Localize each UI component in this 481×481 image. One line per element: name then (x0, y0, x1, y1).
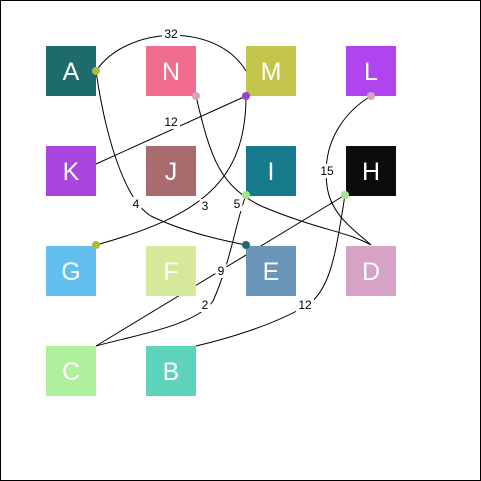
edges-layer (95, 34, 372, 347)
edge-label-background (130, 197, 142, 211)
node-i: I (246, 146, 296, 196)
edge-weight-label: 9 (218, 264, 225, 278)
node-box (246, 146, 296, 196)
node-label: F (163, 258, 178, 286)
node-box (146, 146, 196, 196)
node-a: A (46, 46, 96, 96)
edge-n-d (195, 95, 372, 246)
edge-label-background (215, 264, 227, 278)
nodes-layer: A N M L K J I H G F E D C B (46, 46, 396, 396)
edge-l-d (325, 95, 372, 246)
node-m: M (246, 46, 296, 96)
edge-endpoint-dot (92, 241, 100, 249)
node-c: C (46, 346, 96, 396)
edge-labels-layer: 32 12 3 4 5 15 9 2 12 (130, 27, 336, 312)
edge-m-g (95, 95, 247, 246)
edge-weight-label: 15 (320, 164, 334, 178)
edge-endpoint-dot (242, 241, 250, 249)
node-box (246, 246, 296, 296)
node-label: B (163, 358, 180, 386)
node-b: B (146, 346, 196, 396)
edge-weight-label: 32 (164, 27, 178, 41)
node-box (46, 246, 96, 296)
node-label: H (362, 158, 380, 186)
edge-endpoint-dot (242, 92, 250, 100)
node-label: E (263, 258, 280, 286)
node-box (346, 146, 396, 196)
edge-endpoint-dot (192, 92, 200, 100)
node-h: H (346, 146, 396, 196)
edge-label-background (199, 298, 211, 312)
edge-label-background (231, 197, 243, 211)
edge-endpoints-layer (92, 67, 375, 249)
node-label: A (63, 58, 80, 86)
edge-m-k (95, 95, 247, 165)
node-box (146, 346, 196, 396)
node-f: F (146, 246, 196, 296)
node-label: K (63, 158, 80, 186)
node-e: E (246, 246, 296, 296)
edge-label-background (162, 27, 180, 41)
node-box (246, 46, 296, 96)
node-n: N (146, 46, 196, 96)
edge-endpoint-dot (367, 92, 375, 100)
edge-label-background (162, 115, 180, 129)
edge-weight-label: 2 (202, 298, 209, 312)
node-box (146, 46, 196, 96)
node-box (46, 46, 96, 96)
node-label: D (362, 258, 380, 286)
edge-i-c (95, 194, 247, 347)
node-k: K (46, 146, 96, 196)
edge-weight-label: 12 (164, 115, 178, 129)
edge-label-background (318, 164, 336, 178)
edge-weight-label: 3 (202, 199, 209, 213)
edge-endpoint-dot (242, 191, 250, 199)
node-label: J (165, 158, 178, 186)
node-label: N (162, 58, 180, 86)
node-label: G (61, 258, 80, 286)
edge-weight-label: 12 (298, 298, 312, 312)
edge-label-background (296, 298, 314, 312)
node-box (46, 346, 96, 396)
node-label: C (62, 358, 80, 386)
edge-a-e (95, 70, 247, 246)
node-box (346, 46, 396, 96)
node-l: L (346, 46, 396, 96)
edge-weight-label: 5 (234, 197, 241, 211)
edge-endpoint-dot (341, 191, 349, 199)
node-box (46, 146, 96, 196)
node-j: J (146, 146, 196, 196)
node-label: L (364, 58, 378, 86)
node-g: G (46, 246, 96, 296)
edge-label-background (199, 199, 211, 213)
edge-endpoint-dot (92, 67, 100, 75)
edge-weight-label: 4 (133, 197, 140, 211)
node-box (346, 246, 396, 296)
node-box (146, 246, 196, 296)
node-label: M (261, 58, 282, 86)
node-d: D (346, 246, 396, 296)
node-label: I (268, 158, 275, 186)
